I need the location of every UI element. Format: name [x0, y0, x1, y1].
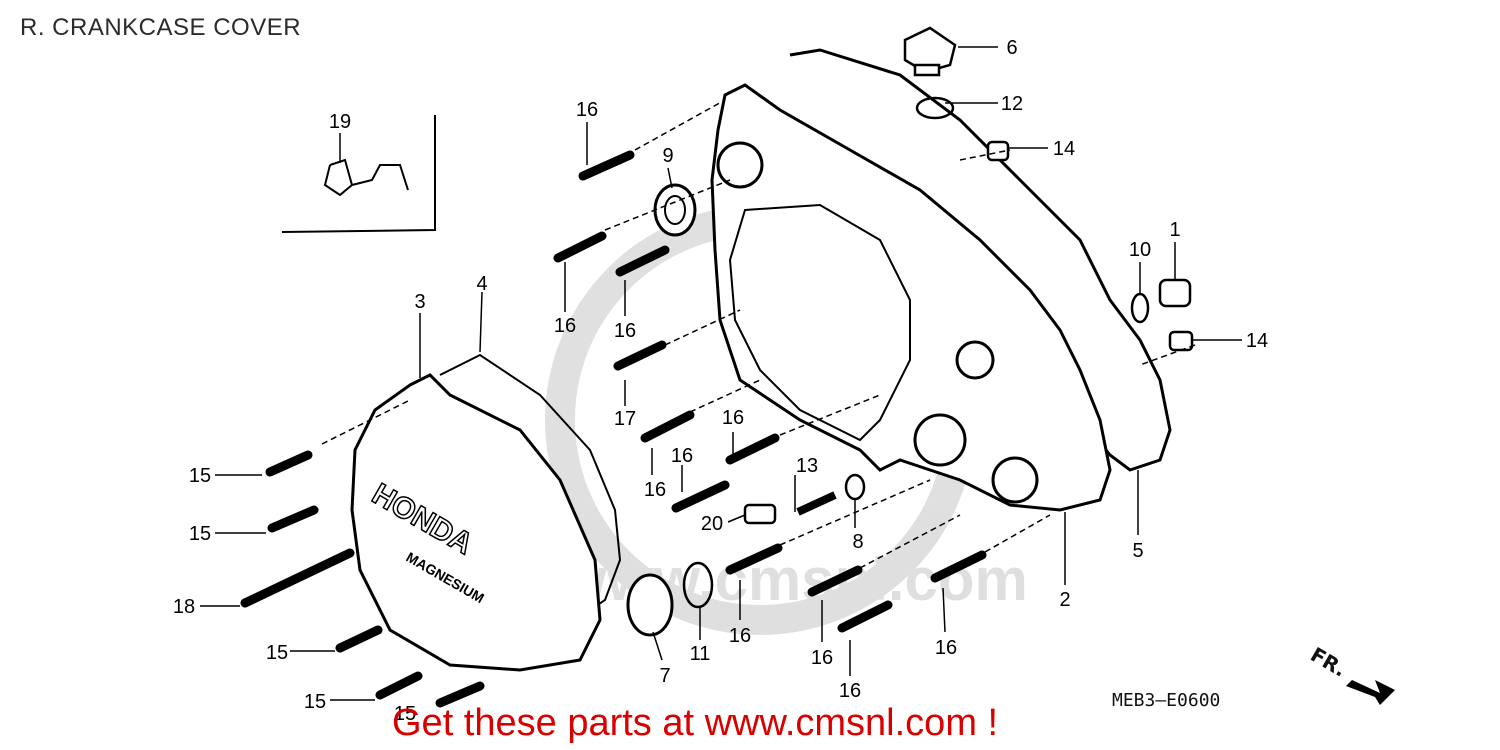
front-arrow-icon: [1346, 680, 1395, 705]
bolt-17: [613, 340, 667, 371]
bolt-16-low-a: [725, 543, 783, 575]
dowel-pin-14-upper: [986, 140, 1010, 162]
callout-3: 3: [414, 291, 425, 313]
callout-labels: 19 16 9 6 12 14 10 1 14 3 4 16 16 17 16 …: [173, 37, 1268, 725]
callout-15: 15: [304, 691, 326, 713]
callout-16: 16: [722, 407, 744, 429]
callout-8: 8: [852, 531, 863, 553]
callout-15: 15: [189, 465, 211, 487]
bolt-15-a: [265, 450, 313, 477]
bolt-16-low-b: [807, 565, 863, 597]
callout-15: 15: [394, 703, 416, 725]
part-19-bracket: [281, 115, 436, 233]
callout-16: 16: [644, 479, 666, 501]
bolt-20: [743, 503, 777, 525]
callout-13: 13: [796, 455, 818, 477]
cover-boss-upper: [716, 141, 764, 189]
bolt-group: [240, 150, 987, 708]
bolt-13: [796, 491, 837, 516]
callout-7: 7: [659, 665, 670, 687]
bolt-16-mid-c: [671, 480, 730, 513]
crankcase-cover-2: [710, 83, 1112, 512]
bolt-16-left-b: [615, 245, 670, 277]
callout-18: 18: [173, 596, 195, 618]
diagram-title: R. CRANKCASE COVER: [20, 14, 302, 41]
oil-filler-cap-6: [903, 26, 957, 77]
callout-5: 5: [1132, 540, 1143, 562]
callout-10: 10: [1129, 239, 1151, 261]
bolt-16-left-a: [553, 231, 607, 263]
bolt-16-upper: [578, 150, 635, 181]
bolt-15-c: [335, 625, 383, 653]
bolt-16-low-c: [837, 600, 893, 633]
bolt-15-d: [375, 671, 423, 700]
diagram-code: MEB3—E0600: [1112, 690, 1221, 711]
dowel-pin-14-lower: [1168, 330, 1194, 352]
cover-inner-rim: [728, 203, 911, 442]
callout-19: 19: [329, 111, 351, 133]
callout-6: 6: [1006, 37, 1017, 59]
leader-lines: [200, 46, 1242, 701]
bolt-15-e: [435, 681, 485, 708]
callout-16: 16: [554, 315, 576, 337]
bolt-18: [240, 548, 355, 608]
bolt-16-low-d: [930, 550, 987, 583]
callout-16: 16: [614, 320, 636, 342]
callout-15: 15: [189, 523, 211, 545]
callout-4: 4: [476, 273, 487, 295]
cover-boss-right: [991, 456, 1039, 504]
bolt-16-mid-b: [725, 433, 780, 465]
callout-16: 16: [935, 637, 957, 659]
promo-link[interactable]: Get these parts at www.cmsnl.com !: [392, 702, 999, 744]
callout-16: 16: [671, 445, 693, 467]
oil-seal-9: [653, 183, 697, 237]
callout-16: 16: [839, 680, 861, 702]
callout-1: 1: [1169, 219, 1180, 241]
cover-boss-lower: [913, 413, 967, 467]
callout-16: 16: [811, 647, 833, 669]
callout-14: 14: [1246, 330, 1268, 352]
bolt-15-b: [267, 505, 319, 533]
dowel-pin-1: [1158, 278, 1192, 308]
callout-9: 9: [662, 145, 673, 167]
callout-15: 15: [266, 642, 288, 664]
washer-8: [844, 473, 866, 501]
clutch-cover-3: [350, 373, 602, 672]
callout-14: 14: [1053, 138, 1075, 160]
o-ring-11: [682, 561, 714, 609]
callout-12: 12: [1001, 93, 1023, 115]
cover-boss-center: [955, 340, 995, 380]
callout-20: 20: [701, 513, 723, 535]
plug-7: [626, 573, 674, 637]
bolt-16-mid-a: [640, 410, 695, 443]
callout-16: 16: [729, 625, 751, 647]
callout-17: 17: [614, 408, 636, 430]
callout-2: 2: [1059, 589, 1070, 611]
callout-16: 16: [576, 99, 598, 121]
o-ring-12: [915, 96, 955, 120]
callout-11: 11: [690, 643, 711, 665]
o-ring-10: [1130, 292, 1150, 324]
